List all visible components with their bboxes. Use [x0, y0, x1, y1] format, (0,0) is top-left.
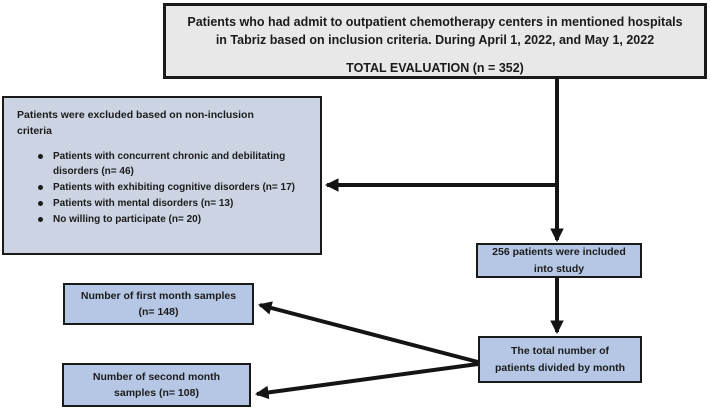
- exclusion-box-header: Patients were excluded based on non-incl…: [17, 109, 254, 137]
- exclusion-item-label: Patients with mental disorders (n= 13): [53, 197, 234, 209]
- total-evaluation-count: TOTAL EVALUATION (n = 352): [346, 60, 524, 75]
- exclusion-item-label: Patients with concurrent chronic and deb…: [53, 150, 286, 177]
- top-box-text-line1: Patients who had admit to outpatient che…: [187, 15, 683, 29]
- bullet-icon: [38, 216, 43, 222]
- arrow-total-to-first-month: [258, 301, 479, 364]
- exclusion-item-label: No willing to participate (n= 20): [53, 213, 202, 225]
- second-month-line2: samples (n= 108): [114, 387, 199, 399]
- bullet-icon: [38, 200, 43, 206]
- exclusion-bullet-list: Patients with concurrent chronic and deb…: [17, 149, 312, 227]
- exclusion-item-chronic-disorders: Patients with concurrent chronic and deb…: [38, 149, 306, 179]
- exclusion-criteria-box: Patients were excluded based on non-incl…: [2, 96, 322, 255]
- bullet-icon: [38, 153, 43, 159]
- total-box-line1: The total number of: [511, 345, 609, 358]
- exclusion-item-label: Patients with exhibiting cognitive disor…: [53, 181, 295, 193]
- total-box-line2: patients divided by month: [494, 361, 626, 374]
- top-box-text-line2: in Tabriz based on inclusion criteria. D…: [215, 32, 655, 47]
- second-month-line1: Number of second month: [92, 370, 221, 383]
- exclusion-item-no-willing: No willing to participate (n= 20): [38, 212, 306, 227]
- exclusion-item-cognitive-disorders: Patients with exhibiting cognitive disor…: [38, 180, 306, 195]
- second-month-samples-box: Number of second month samples (n= 108): [62, 363, 251, 407]
- first-month-line2: (n= 148): [138, 306, 179, 318]
- divided-by-month-box: The total number of patients divided by …: [478, 336, 642, 383]
- total-evaluation-box: Patients who had admit to outpatient che…: [163, 3, 707, 79]
- bullet-icon: [38, 184, 43, 190]
- first-month-samples-box: Number of first month samples (n= 148): [63, 283, 254, 325]
- included-patients-box: 256 patients were included into study: [476, 243, 642, 278]
- arrow-total-to-second-month: [254, 362, 479, 400]
- first-month-line1: Number of first month samples: [80, 289, 237, 302]
- exclusion-item-mental-disorders: Patients with mental disorders (n= 13): [38, 196, 306, 211]
- included-box-line2: into study: [533, 262, 585, 275]
- included-box-line1: 256 patients were included: [492, 246, 626, 259]
